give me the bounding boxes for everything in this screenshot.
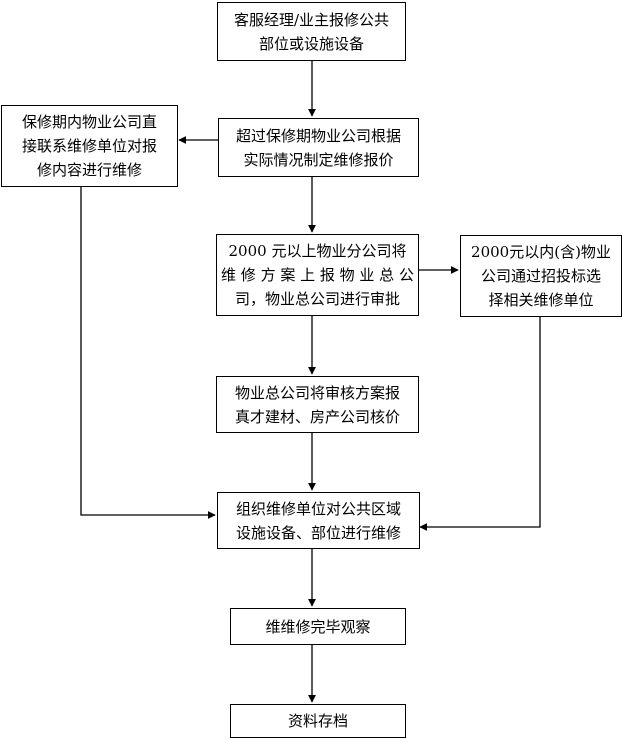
node-text-line: 2000 元以上物业分公司将: [228, 242, 407, 260]
node-report-public-area: 客服经理/业主报修公共 部位或设施设备: [217, 2, 406, 61]
node-text-line: 超过保修期物业公司根据: [235, 126, 401, 145]
node-text-line: 维维修完毕观察: [265, 617, 371, 636]
node-text-line: 实际情况制定维修报价: [243, 150, 394, 169]
node-archive-records: 资料存档: [230, 704, 406, 738]
node-text-line: 修内容进行维修: [36, 161, 142, 179]
node-text-line: 组织维修单位对公共区域: [235, 499, 401, 518]
node-text-line: 物业总公司将审核方案报: [234, 383, 400, 402]
node-above-2000-approval: 2000 元以上物业分公司将 维 修 方 案 上 报 物 业 总 公 司，物业总…: [216, 234, 419, 316]
node-text-line: 2000元以内(含)物业: [471, 243, 611, 261]
node-text-line: 维 修 方 案 上 报 物 业 总 公: [221, 266, 414, 284]
node-text-line: 公司通过招投标选: [480, 267, 601, 285]
node-text-line: 设施设备、部位进行维修: [235, 523, 401, 542]
node-text-line: 司，物业总公司进行审批: [234, 290, 400, 308]
node-text-line: 真才建材、房产公司核价: [234, 407, 400, 426]
node-in-warranty-repair: 保修期内物业公司直 接联系维修单位对报 修内容进行维修: [1, 105, 178, 187]
node-text-line: 客服经理/业主报修公共: [233, 10, 390, 29]
node-observe-after-repair: 维维修完毕观察: [230, 608, 406, 645]
node-out-of-warranty-quote: 超过保修期物业公司根据 实际情况制定维修报价: [218, 118, 419, 177]
node-text-line: 保修期内物业公司直: [21, 113, 157, 131]
node-price-verification: 物业总公司将审核方案报 真才建材、房产公司核价: [216, 376, 419, 433]
node-text-line: 部位或设施设备: [258, 34, 364, 53]
arrow-warranty-to-repair: [80, 187, 216, 519]
node-text-line: 接联系维修单位对报: [21, 137, 157, 155]
node-within-2000-tender: 2000元以内(含)物业 公司通过招投标选 择相关维修单位: [460, 235, 622, 317]
arrow-within-2000-to-repair: [419, 317, 541, 531]
node-text-line: 择相关维修单位: [488, 291, 594, 309]
node-text-line: 资料存档: [287, 712, 348, 730]
node-organize-repair: 组织维修单位对公共区域 设施设备、部位进行维修: [217, 492, 420, 549]
